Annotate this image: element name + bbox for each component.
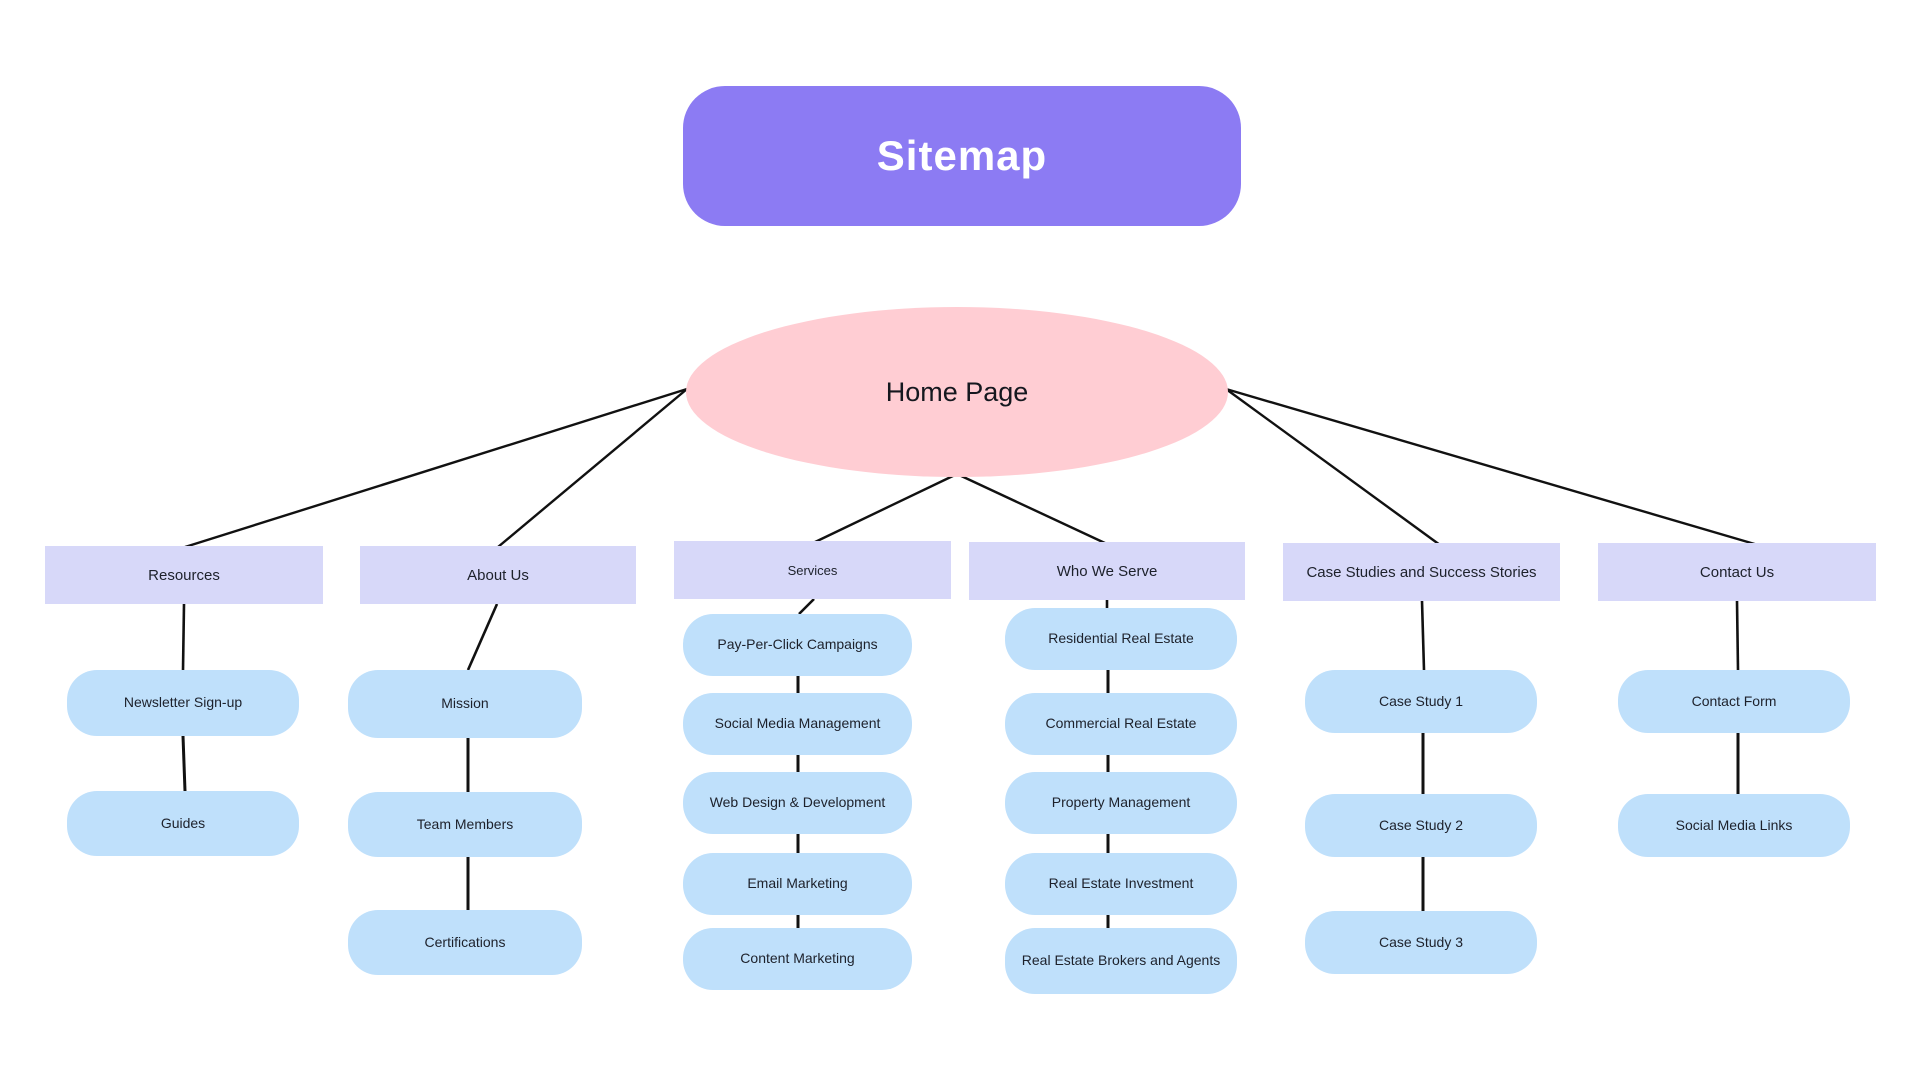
node-real-estate-brokers-and-agents[interactable]: Real Estate Brokers and Agents [1005, 928, 1237, 994]
node-social-media-links[interactable]: Social Media Links [1618, 794, 1850, 857]
node-label: Social Media Links [1675, 816, 1793, 833]
node-web-design-development[interactable]: Web Design & Development [683, 772, 912, 834]
node-label: Content Marketing [740, 950, 855, 967]
node-certifications[interactable]: Certifications [348, 910, 582, 975]
node-contact-form[interactable]: Contact Form [1618, 670, 1850, 733]
section-header-label: Case Studies and Success Stories [1306, 563, 1537, 581]
node-label: Real Estate Investment [1048, 875, 1194, 892]
node-team-members[interactable]: Team Members [348, 792, 582, 857]
node-guides[interactable]: Guides [67, 791, 299, 856]
node-case-study-3[interactable]: Case Study 3 [1305, 911, 1537, 974]
connector-home-to-resources [184, 387, 688, 549]
node-label: Social Media Management [714, 715, 881, 732]
node-newsletter-sign-up[interactable]: Newsletter Sign-up [67, 670, 299, 736]
home-page-label: Home Page [885, 376, 1029, 407]
node-label: Certifications [424, 933, 506, 950]
section-header-label: About Us [467, 566, 529, 584]
section-header-contact-us[interactable]: Contact Us [1598, 543, 1876, 601]
connector-contact-us-form [1735, 600, 1740, 671]
section-header-label: Contact Us [1699, 563, 1775, 581]
section-header-label: Services [787, 562, 838, 578]
section-header-who-we-serve[interactable]: Who We Serve [969, 542, 1245, 600]
node-social-media-management[interactable]: Social Media Management [683, 693, 912, 755]
node-real-estate-investment[interactable]: Real Estate Investment [1005, 853, 1237, 915]
connector-resources-newsletter [181, 603, 186, 671]
node-label: Commercial Real Estate [1045, 715, 1197, 732]
sitemap-title: Sitemap [876, 132, 1048, 179]
section-header-case-studies[interactable]: Case Studies and Success Stories [1283, 543, 1560, 601]
section-header-label: Who We Serve [1056, 562, 1158, 580]
connector-home-to-who-we-serve [956, 472, 1108, 546]
node-case-study-1[interactable]: Case Study 1 [1305, 670, 1537, 733]
connector-about-us-mission [466, 603, 499, 671]
node-case-study-2[interactable]: Case Study 2 [1305, 794, 1537, 857]
connector-home-to-contact-us [1225, 387, 1759, 547]
node-label: Residential Real Estate [1048, 630, 1194, 647]
node-email-marketing[interactable]: Email Marketing [683, 853, 912, 915]
node-label: Case Study 2 [1378, 816, 1464, 833]
section-header-services[interactable]: Services [674, 541, 951, 599]
node-label: Case Study 3 [1378, 933, 1464, 950]
node-label: Newsletter Sign-up [123, 694, 243, 711]
node-label: Email Marketing [747, 875, 848, 892]
node-pay-per-click-campaigns[interactable]: Pay-Per-Click Campaigns [683, 614, 912, 676]
node-label: Web Design & Development [709, 794, 886, 811]
section-header-resources[interactable]: Resources [45, 546, 323, 604]
section-header-label: Resources [148, 566, 220, 584]
node-content-marketing[interactable]: Content Marketing [683, 928, 912, 990]
node-label: Property Management [1051, 794, 1191, 811]
node-label: Pay-Per-Click Campaigns [717, 636, 878, 653]
node-residential-real-estate[interactable]: Residential Real Estate [1005, 608, 1237, 670]
home-page-node[interactable]: Home Page [686, 307, 1228, 477]
section-header-about-us[interactable]: About Us [360, 546, 636, 604]
connector-home-to-services [812, 472, 958, 545]
node-label: Mission [441, 695, 489, 712]
node-label: Team Members [416, 815, 514, 832]
connector-home-to-case-studies [1225, 388, 1441, 546]
node-label: Real Estate Brokers and Agents [1021, 952, 1221, 969]
connector-home-to-about-us [497, 388, 688, 548]
node-label: Guides [160, 814, 206, 831]
node-label: Case Study 1 [1378, 692, 1464, 709]
node-label: Contact Form [1691, 692, 1777, 709]
connector-newsletter-guides [181, 735, 187, 792]
node-mission[interactable]: Mission [348, 670, 582, 738]
sitemap-title-box: Sitemap [683, 86, 1241, 226]
node-commercial-real-estate[interactable]: Commercial Real Estate [1005, 693, 1237, 755]
node-property-management[interactable]: Property Management [1005, 772, 1237, 834]
connector-case-studies-cs1 [1420, 600, 1426, 671]
connector-services-ppc [798, 598, 815, 615]
